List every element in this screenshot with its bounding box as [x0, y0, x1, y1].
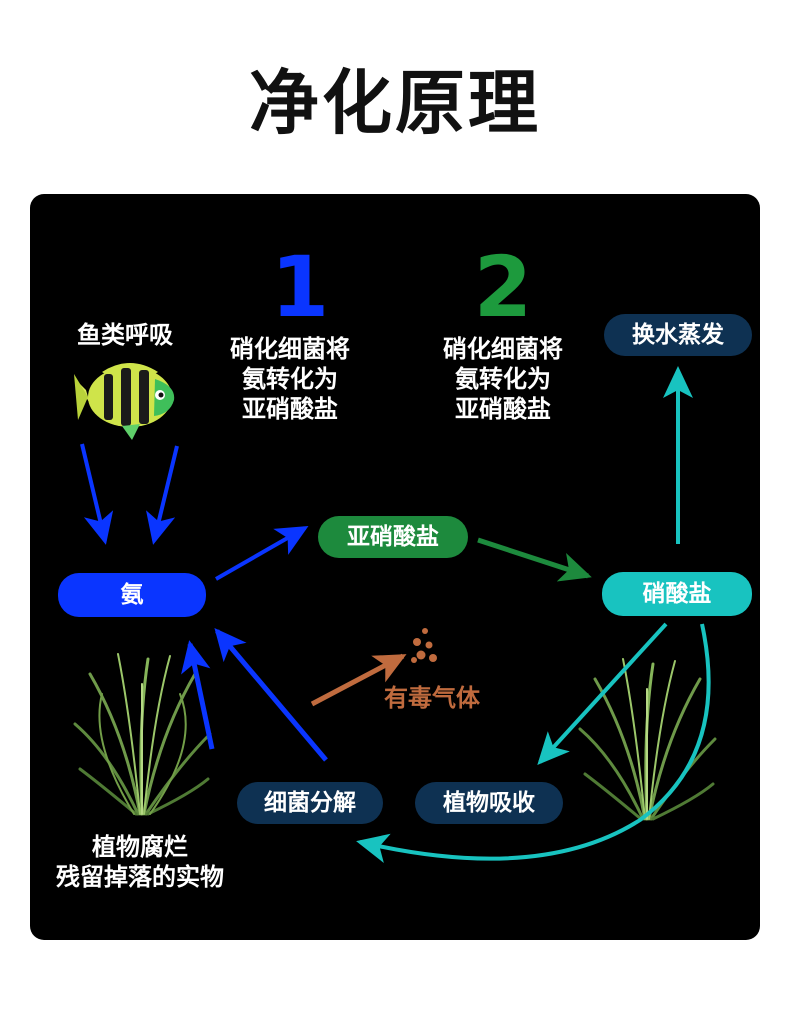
node-nitrate: 硝酸盐 [602, 572, 752, 616]
step-2-line: 亚硝酸盐 [413, 394, 593, 424]
grass-icon [75, 654, 210, 814]
step-2-number: 2 [463, 242, 543, 332]
plant-decay-line: 植物腐烂 [30, 832, 250, 862]
toxic-gas-label: 有毒气体 [384, 678, 480, 713]
arrow-ammonia-to-nitrite [216, 528, 305, 579]
plant-decay-label: 植物腐烂 残留掉落的实物 [30, 832, 250, 892]
node-plant-absorb: 植物吸收 [415, 782, 563, 824]
node-ammonia: 氨 [58, 573, 206, 617]
page-title: 净化原理 [0, 58, 790, 148]
fish-icon [74, 363, 174, 440]
step-2-line: 氨转化为 [413, 364, 593, 394]
diagram-artwork [30, 194, 760, 940]
grass-icon [580, 659, 715, 819]
node-water-change: 换水蒸发 [604, 314, 752, 356]
step-1-line: 亚硝酸盐 [200, 394, 380, 424]
arrow-fish-to-ammonia [154, 446, 177, 541]
arrow-bacteria-to-ammonia [217, 631, 326, 760]
arrow-plant-decay-to-ammonia [190, 644, 212, 749]
cycle-diagram-panel: 1 2 硝化细菌将 氨转化为 亚硝酸盐 硝化细菌将 氨转化为 亚硝酸盐 鱼类呼吸… [30, 194, 760, 940]
step-1-number: 1 [260, 242, 340, 332]
arrow-nitrite-to-nitrate [478, 540, 588, 576]
node-bacteria-decompose: 细菌分解 [237, 782, 383, 824]
step-1-line: 硝化细菌将 [200, 334, 380, 364]
node-nitrite: 亚硝酸盐 [318, 516, 468, 558]
step-1-description: 硝化细菌将 氨转化为 亚硝酸盐 [200, 334, 380, 424]
step-1-line: 氨转化为 [200, 364, 380, 394]
step-2-description: 硝化细菌将 氨转化为 亚硝酸盐 [413, 334, 593, 424]
arrow-fish-to-ammonia [82, 444, 105, 541]
plant-decay-line: 残留掉落的实物 [30, 862, 250, 892]
gas-bubbles-icon [411, 628, 437, 663]
step-2-line: 硝化细菌将 [413, 334, 593, 364]
fish-respiration-label: 鱼类呼吸 [50, 320, 200, 350]
